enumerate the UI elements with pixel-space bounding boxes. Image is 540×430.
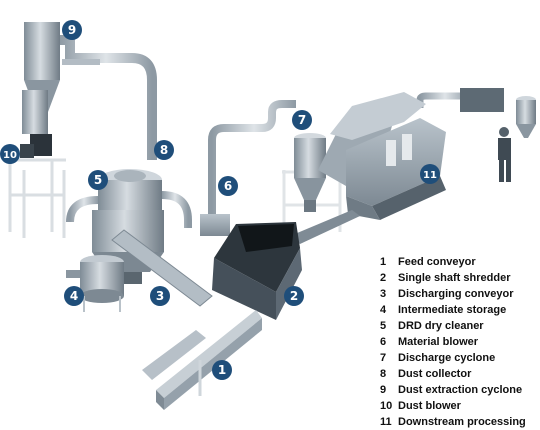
marker-11: 11 <box>420 164 440 184</box>
legend-label: Feed conveyor <box>398 256 476 268</box>
marker-5: 5 <box>88 170 108 190</box>
downstream-processing <box>290 88 536 244</box>
marker-1: 1 <box>212 360 232 380</box>
legend-label: Dust collector <box>398 368 472 380</box>
marker-5-label: 5 <box>94 173 102 187</box>
marker-2: 2 <box>284 286 304 306</box>
marker-4: 4 <box>64 286 84 306</box>
overhead-duct <box>60 35 157 160</box>
operator-figure <box>498 127 511 182</box>
legend-item: 3 Discharging conveyor <box>380 286 538 302</box>
marker-11-label: 11 <box>423 170 437 181</box>
legend-number: 4 <box>380 304 387 316</box>
marker-10-label: 10 <box>3 150 17 161</box>
marker-7-label: 7 <box>298 113 306 127</box>
legend-label: Downstream processing <box>398 416 526 428</box>
legend-item: 10 Dust blower <box>380 398 538 414</box>
legend-item: 7 Discharge cyclone <box>380 350 538 366</box>
marker-8-label: 8 <box>160 143 168 157</box>
legend-number: 7 <box>380 352 387 364</box>
legend-item: 6 Material blower <box>380 334 538 350</box>
legend-label: Discharge cyclone <box>398 352 496 364</box>
marker-9: 9 <box>62 20 82 40</box>
legend-item: 2 Single shaft shredder <box>380 270 538 286</box>
marker-6-label: 6 <box>224 179 232 193</box>
legend-label: Intermediate storage <box>398 304 507 316</box>
legend-label: Dust blower <box>398 400 461 412</box>
marker-4-label: 4 <box>70 289 78 303</box>
marker-8: 8 <box>154 140 174 160</box>
marker-3-label: 3 <box>156 289 164 303</box>
marker-7: 7 <box>292 110 312 130</box>
legend-label: Dust extraction cyclone <box>398 384 523 396</box>
legend-item: 1 Feed conveyor <box>380 254 538 270</box>
legend-label: Material blower <box>398 336 479 348</box>
legend-number: 10 <box>380 400 393 412</box>
marker-2-label: 2 <box>290 289 298 303</box>
marker-10: 10 <box>0 144 20 164</box>
intermediate-storage <box>66 255 124 312</box>
legend-number: 3 <box>380 288 387 300</box>
legend-label: Discharging conveyor <box>398 288 514 300</box>
feed-conveyor <box>142 310 262 410</box>
legend-number: 1 <box>380 256 387 268</box>
material-blower <box>188 100 296 236</box>
legend-number: 5 <box>380 320 387 332</box>
dust-collector <box>66 169 192 228</box>
discharging-conveyor <box>111 229 213 307</box>
marker-6: 6 <box>218 176 238 196</box>
dust-blower <box>20 90 52 158</box>
marker-3: 3 <box>150 286 170 306</box>
single-shaft-shredder <box>212 222 302 320</box>
legend-number: 11 <box>380 416 392 428</box>
marker-1-label: 1 <box>218 363 226 377</box>
legend-number: 9 <box>380 384 387 396</box>
legend-item: 4 Intermediate storage <box>380 302 538 318</box>
legend-number: 8 <box>380 368 387 380</box>
legend-item: 5 DRD dry cleaner <box>380 318 538 334</box>
legend-item: 9 Dust extraction cyclone <box>380 382 538 398</box>
legend-label: Single shaft shredder <box>398 272 511 284</box>
legend-number: 2 <box>380 272 387 284</box>
marker-9-label: 9 <box>68 23 76 37</box>
legend-number: 6 <box>380 336 387 348</box>
legend-item: 11 Downstream processing <box>380 414 538 430</box>
legend-label: DRD dry cleaner <box>398 320 484 332</box>
legend-item: 8 Dust collector <box>380 366 538 382</box>
